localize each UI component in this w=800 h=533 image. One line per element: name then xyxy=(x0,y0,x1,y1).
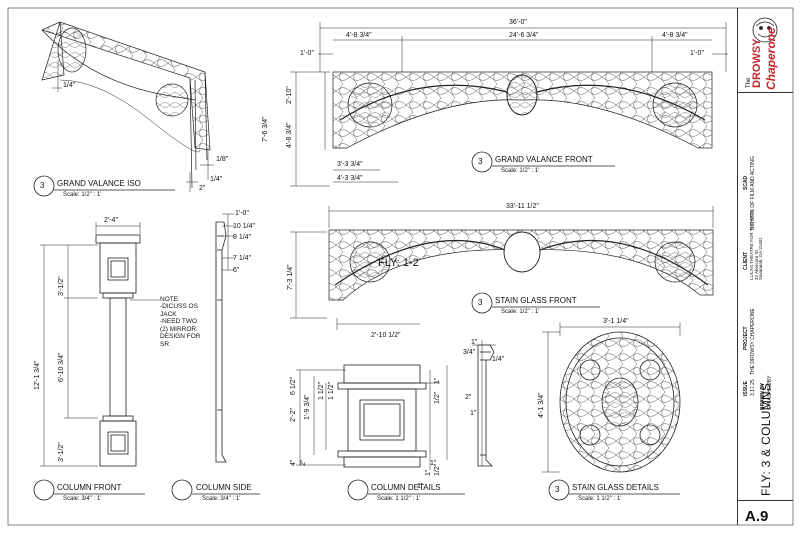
dim-label: 1" xyxy=(425,469,432,476)
dim-label: 2" xyxy=(199,185,206,192)
dim-label: 4'-1 3/4" xyxy=(538,392,545,418)
issue-date: 3.17.25 xyxy=(750,379,756,396)
view-number: 3 xyxy=(40,181,45,190)
stain-details-dims xyxy=(542,322,681,473)
view-title: GRAND VALANCE ISO xyxy=(57,179,141,188)
view-title: COLUMN FRONT xyxy=(57,483,122,492)
sheet-border xyxy=(7,7,794,526)
view-number: 3 xyxy=(478,157,483,166)
view-title: COLUMN SIDE xyxy=(196,483,252,492)
dim-label: 1/4" xyxy=(210,176,223,183)
dim-label: 2'-10 1/2" xyxy=(371,332,401,339)
dim-label: 2'-4" xyxy=(104,217,118,224)
dim-label: 1'-0" xyxy=(235,210,249,217)
view-number: 3 xyxy=(555,485,560,494)
dim-label: 6 1/2" xyxy=(290,376,297,395)
view-scale: Scale: 1/2" : 1' xyxy=(63,192,102,198)
dim-label: 24'-6 3/4" xyxy=(509,32,539,39)
school-heading: SCAD xyxy=(743,175,749,190)
view-title: COLUMN DETAILS xyxy=(371,483,441,492)
dim-label: 4'-8 3/4" xyxy=(286,122,293,148)
column-details-dims xyxy=(296,365,448,470)
dim-label: 4'-8 3/4" xyxy=(662,32,688,39)
dim-label: 1" xyxy=(430,460,437,467)
issue-heading: ISSUE xyxy=(743,380,749,396)
logo-drowsy: DROWSY xyxy=(751,38,763,89)
dim-label: 36'-0" xyxy=(509,19,527,26)
dim-label: 6'-10 3/4" xyxy=(58,352,65,382)
dim-label: 1/4" xyxy=(63,82,76,89)
dim-label: 1'-9 3/4" xyxy=(304,394,311,420)
view-title-markers xyxy=(33,151,680,501)
dim-label: 1" xyxy=(470,410,477,417)
dim-label: 1'-0" xyxy=(300,50,314,57)
sheet-number: A.9 xyxy=(745,508,769,525)
dim-label: 1" xyxy=(471,339,478,346)
valance-front-drawing xyxy=(332,71,713,149)
title-block xyxy=(737,8,794,525)
view-title: STAIN GLASS FRONT xyxy=(495,296,577,305)
dim-label: 33'-11 1/2" xyxy=(506,203,539,210)
view-scale: Scale: 3/4" : 1' xyxy=(63,496,102,502)
view-scale: Scale: 3/4" : 1' xyxy=(202,496,241,502)
dim-label: 3'-1 1/4" xyxy=(603,318,629,325)
client-address: LUCAS THEATRE FOR THE ARTS 32 Abercorn S… xyxy=(749,209,764,280)
view-scale: Scale: 1 1/2" : 1' xyxy=(578,496,622,502)
dim-label: 8 1/4" xyxy=(233,234,252,241)
valance-iso-drawing xyxy=(41,21,211,189)
view-number: 3 xyxy=(478,298,483,307)
dim-label: 4'-3 3/4" xyxy=(337,175,363,182)
view-title: GRAND VALANCE FRONT xyxy=(495,155,593,164)
title-block-divider xyxy=(737,500,793,501)
sheet-title: FLY: 3 & COLUMNS xyxy=(759,382,773,496)
valance-front-dims xyxy=(290,22,728,187)
dim-label: 7'-3 1/4" xyxy=(287,264,294,290)
dim-label: 1/2" xyxy=(434,391,441,404)
dim-label: 3'-3 3/4" xyxy=(337,161,363,168)
stain-details-drawing xyxy=(559,331,681,473)
dim-label: 1/4" xyxy=(492,356,505,363)
column-profile-dims xyxy=(472,340,496,466)
title-block-divider xyxy=(737,92,793,93)
column-details-drawing xyxy=(337,364,427,468)
stain-front-dims xyxy=(290,206,714,330)
column-profile-drawing xyxy=(477,344,495,467)
drawing-note: NOTE: -DICUSS OS JACK -NEED TWO (2) MIRR… xyxy=(160,296,201,348)
view-scale: Scale: 1/2" : 1' xyxy=(501,309,540,315)
project-heading: PROJECT xyxy=(743,326,749,350)
fly-label: FLY: 1-2 xyxy=(378,257,419,269)
valance-iso-dims xyxy=(52,60,214,192)
view-title: STAIN GLASS DETAILS xyxy=(572,483,659,492)
dim-label: 3/4" xyxy=(463,349,476,356)
dim-label: 3'-1/2" xyxy=(58,442,65,462)
dim-label: 7 1/4" xyxy=(233,255,252,262)
dim-label: 1" xyxy=(434,377,441,384)
column-front-drawing xyxy=(95,234,141,467)
view-scale: Scale: 1/2" : 1' xyxy=(501,168,540,174)
dim-label: 2'-2" xyxy=(290,408,297,422)
dim-label: 1/8" xyxy=(216,156,229,163)
dim-label: 6" xyxy=(233,267,240,274)
dim-label: 1 1/2" xyxy=(328,381,335,400)
dim-label: 7'-6 3/4" xyxy=(262,116,269,142)
dim-label: 4'-8 3/4" xyxy=(346,32,372,39)
dim-label: 2" xyxy=(300,459,307,466)
dim-label: 2'-10" xyxy=(286,86,293,104)
project-name: THE DROWSY CHAPERONE xyxy=(750,308,756,375)
dim-label: 1" xyxy=(417,483,424,490)
column-side-dims xyxy=(222,213,234,271)
stain-front-drawing xyxy=(328,229,714,301)
dim-label: 3'-1/2" xyxy=(58,276,65,296)
dim-label: 4" xyxy=(290,459,297,466)
dim-label: 1'-0" xyxy=(690,50,704,57)
logo-chaperone: Chaperone xyxy=(764,27,778,90)
column-front-dims xyxy=(40,222,160,467)
dim-label: 10 1/4" xyxy=(233,223,255,230)
dim-label: 12'-1 3/4" xyxy=(34,360,41,390)
dim-label: 2" xyxy=(465,394,472,401)
view-scale: Scale: 1 1/2" : 1' xyxy=(377,496,421,502)
dim-label: 1 1/2" xyxy=(318,381,325,400)
